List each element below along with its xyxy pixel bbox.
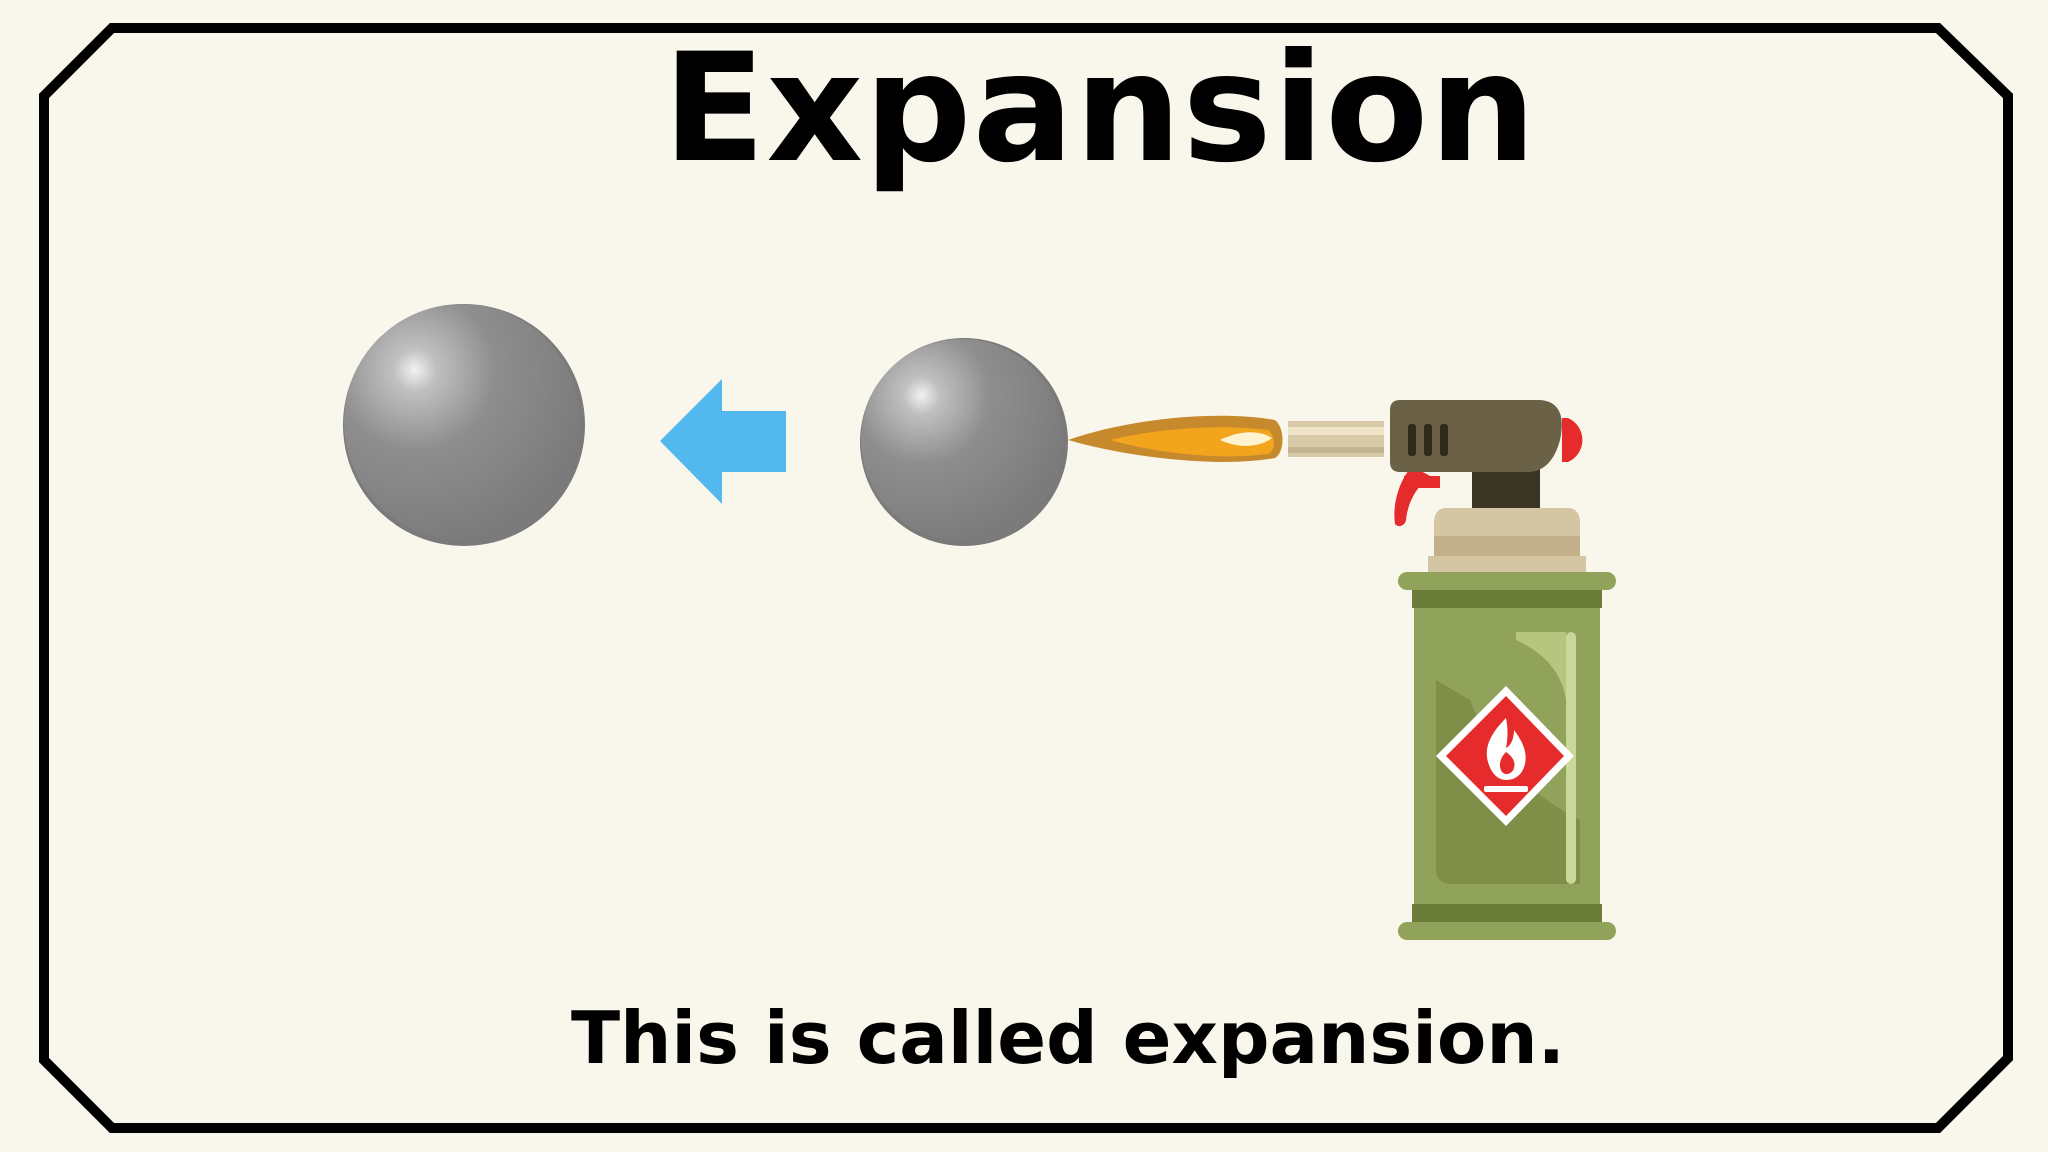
- original-ball: [860, 338, 1068, 546]
- blue-arrow-left-icon: [660, 379, 786, 504]
- slide-title: Expansion: [662, 22, 1538, 196]
- slide-caption: This is called expansion.: [571, 996, 1565, 1080]
- expanded-ball: [343, 304, 585, 546]
- flammable-hazard-icon: [1436, 686, 1574, 826]
- blowtorch: [1288, 400, 1616, 940]
- flame: [1068, 415, 1283, 462]
